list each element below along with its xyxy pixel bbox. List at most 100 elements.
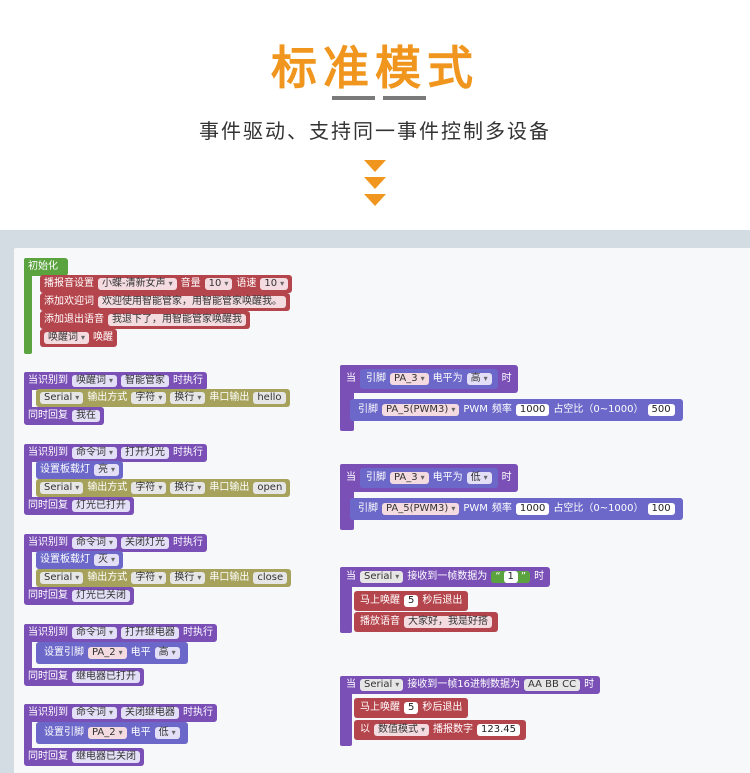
- set-pin-label: 设置引脚: [44, 727, 84, 738]
- serial-port-dropdown[interactable]: Serial: [40, 572, 84, 584]
- voice-setting-block[interactable]: 播报音设置 小蝶-清新女声 音量 10 语速 10: [40, 275, 293, 293]
- wake-block[interactable]: 马上唤醒 5 秒后退出: [354, 698, 469, 718]
- wake-block[interactable]: 马上唤醒 5 秒后退出: [354, 591, 469, 611]
- volume-dropdown[interactable]: 10: [204, 278, 233, 290]
- duty-input[interactable]: 500: [647, 404, 675, 416]
- wakeword-block[interactable]: 唤醒词 唤醒: [40, 329, 118, 347]
- wrap-dropdown[interactable]: 换行: [170, 572, 206, 584]
- serial-port-dropdown[interactable]: Serial: [360, 571, 404, 583]
- pwm-pin-label: 引脚: [358, 404, 378, 415]
- event-type-dropdown[interactable]: 命令词: [72, 707, 118, 719]
- serial-value-input[interactable]: open: [253, 482, 287, 494]
- out-mode-dropdown[interactable]: 字符: [131, 482, 167, 494]
- pwm-block[interactable]: 引脚 PA_5(PWM3) PWM 频率 1000 占空比（0~1000） 50…: [350, 399, 683, 421]
- event-type-dropdown[interactable]: 命令词: [72, 627, 118, 639]
- freq-input[interactable]: 1000: [515, 404, 550, 416]
- pwm-pin-dropdown[interactable]: PA_5(PWM3): [382, 404, 460, 416]
- string-block[interactable]: “ 1 ”: [491, 571, 531, 583]
- duty-input[interactable]: 100: [647, 503, 675, 515]
- page-title: 标准模式: [271, 41, 479, 95]
- reply-input[interactable]: 我在: [72, 410, 100, 422]
- pin-dropdown[interactable]: PA_3: [390, 373, 429, 385]
- set-light-block[interactable]: 设置板载灯 亮: [36, 461, 124, 479]
- event-type-dropdown[interactable]: 唤醒词: [72, 375, 118, 387]
- event-do: 时执行: [173, 447, 204, 458]
- hex-data-input[interactable]: AA BB CC: [524, 679, 581, 691]
- wake-secs-input[interactable]: 5: [404, 702, 419, 714]
- pwm-label: PWM: [463, 404, 488, 415]
- reply-label: 同时回复: [28, 500, 68, 511]
- pin-dropdown[interactable]: PA_2: [88, 727, 127, 739]
- pin-dropdown[interactable]: PA_3: [390, 472, 429, 484]
- pwm-pin-dropdown[interactable]: PA_5(PWM3): [382, 503, 460, 515]
- serial-value-input[interactable]: hello: [253, 392, 286, 404]
- wakeword-dropdown[interactable]: 唤醒词: [44, 332, 90, 344]
- wrap-dropdown[interactable]: 换行: [170, 482, 206, 494]
- exit-voice-input[interactable]: 我退下了，用智能管家唤醒我: [108, 314, 246, 326]
- reply-input[interactable]: 灯光已关闭: [72, 590, 130, 602]
- out-mode-dropdown[interactable]: 字符: [131, 572, 167, 584]
- set-pin-block[interactable]: 设置引脚 PA_2 电平 低: [36, 722, 188, 744]
- wake-secs-input[interactable]: 5: [404, 595, 419, 607]
- set-light-label: 设置板载灯: [40, 464, 90, 475]
- serial-port-dropdown[interactable]: Serial: [40, 482, 84, 494]
- play-voice-input[interactable]: 大家好，我是好搭: [404, 616, 492, 628]
- welcome-block[interactable]: 添加欢迎词 欢迎使用智能管家，用智能管家唤醒我。: [40, 293, 290, 311]
- level-label: 电平为: [432, 373, 463, 384]
- reply-label: 同时回复: [28, 590, 68, 601]
- pwm-pin-label: 引脚: [358, 503, 378, 514]
- serial-print-block[interactable]: Serial 输出方式 字符 换行 串口输出 hello: [36, 389, 290, 407]
- reply-input[interactable]: 灯光已打开: [72, 500, 130, 512]
- serial-value-input[interactable]: close: [253, 572, 288, 584]
- serial-print-block[interactable]: Serial 输出方式 字符 换行 串口输出 close: [36, 569, 292, 587]
- number-mode-dropdown[interactable]: 数值模式: [374, 724, 430, 736]
- event-phrase-input[interactable]: 打开灯光: [121, 447, 170, 459]
- light-dropdown[interactable]: 灭: [94, 554, 120, 566]
- level-dropdown[interactable]: 高: [154, 647, 180, 659]
- quote-close: ”: [520, 571, 527, 582]
- light-dropdown[interactable]: 亮: [94, 464, 120, 476]
- set-light-block[interactable]: 设置板载灯 灭: [36, 551, 124, 569]
- serial-data-input[interactable]: 1: [503, 571, 518, 583]
- event-type-dropdown[interactable]: 命令词: [72, 537, 118, 549]
- wake-label: 马上唤醒: [360, 702, 400, 713]
- event-phrase-input[interactable]: 打开继电器: [121, 627, 180, 639]
- exit-voice-block[interactable]: 添加退出语音 我退下了，用智能管家唤醒我: [40, 311, 250, 329]
- volume-label: 音量: [180, 278, 201, 289]
- event-phrase-input[interactable]: 智能管家: [121, 375, 170, 387]
- speed-dropdown[interactable]: 10: [260, 278, 289, 290]
- level-dropdown[interactable]: 高: [466, 373, 492, 385]
- event-when: 当识别到: [28, 375, 68, 386]
- event-phrase-input[interactable]: 关闭灯光: [121, 537, 170, 549]
- pin-dropdown[interactable]: PA_2: [88, 647, 127, 659]
- serial-port-dropdown[interactable]: Serial: [360, 679, 404, 691]
- set-pin-block[interactable]: 设置引脚 PA_2 电平 高: [36, 642, 188, 664]
- voice-dropdown[interactable]: 小蝶-清新女声: [98, 278, 177, 290]
- broadcast-value-input[interactable]: 123.45: [477, 724, 521, 736]
- wrap-dropdown[interactable]: 换行: [170, 392, 206, 404]
- level-dropdown[interactable]: 低: [466, 472, 492, 484]
- event-type-dropdown[interactable]: 命令词: [72, 447, 118, 459]
- play-voice-block[interactable]: 播放语音 大家好，我是好搭: [354, 612, 498, 632]
- serial-print-block[interactable]: Serial 输出方式 字符 换行 串口输出 open: [36, 479, 291, 497]
- out-mode-dropdown[interactable]: 字符: [131, 392, 167, 404]
- reply-input[interactable]: 继电器已打开: [72, 671, 140, 683]
- reply-input[interactable]: 继电器已关闭: [72, 751, 140, 763]
- welcome-input[interactable]: 欢迎使用智能管家，用智能管家唤醒我。: [98, 296, 286, 308]
- level-dropdown[interactable]: 低: [154, 727, 180, 739]
- blockly-workspace[interactable]: 初始化 播报音设置 小蝶-清新女声 音量 10 语速 10 添加欢迎词 欢迎使用…: [0, 230, 750, 773]
- event-phrase-input[interactable]: 关闭继电器: [121, 707, 180, 719]
- reply-label: 同时回复: [28, 671, 68, 682]
- wake-label: 马上唤醒: [360, 595, 400, 606]
- serial-port-dropdown[interactable]: Serial: [40, 392, 84, 404]
- event-when: 当识别到: [28, 447, 68, 458]
- read-pin-block[interactable]: 引脚 PA_3 电平为 低: [360, 468, 498, 488]
- duty-label: 占空比（0~1000）: [553, 503, 644, 514]
- freq-input[interactable]: 1000: [515, 503, 550, 515]
- wake-after-label: 秒后退出: [422, 595, 463, 606]
- recv-label: 接收到一帧16进制数据为: [407, 679, 521, 690]
- broadcast-number-block[interactable]: 以 数值模式 播报数字 123.45: [354, 720, 527, 740]
- level-label: 电平为: [432, 472, 463, 483]
- read-pin-block[interactable]: 引脚 PA_3 电平为 高: [360, 369, 498, 389]
- pwm-block[interactable]: 引脚 PA_5(PWM3) PWM 频率 1000 占空比（0~1000） 10…: [350, 498, 683, 520]
